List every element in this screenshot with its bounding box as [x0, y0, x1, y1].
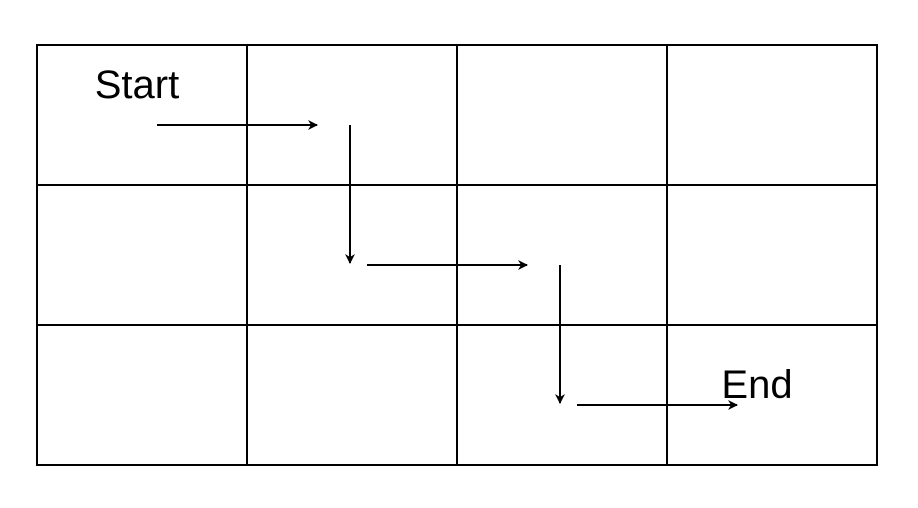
- grid-cell-r0-c0: [36, 44, 248, 186]
- grid-cell-r2-c1: [246, 324, 458, 466]
- grid-cell-r1-c3: [666, 184, 878, 326]
- grid-cell-r2-c2: [456, 324, 668, 466]
- grid-cell-r0-c3: [666, 44, 878, 186]
- grid-cell-r2-c0: [36, 324, 248, 466]
- grid-cell-r0-c2: [456, 44, 668, 186]
- grid-cell-r1-c0: [36, 184, 248, 326]
- grid-cell-r0-c1: [246, 44, 458, 186]
- grid-cell-r2-c3: [666, 324, 878, 466]
- start-label: Start: [95, 63, 179, 107]
- grid-cell-r1-c2: [456, 184, 668, 326]
- end-label: End: [721, 363, 792, 407]
- path-arrows: [157, 120, 738, 410]
- grid-cell-r1-c1: [246, 184, 458, 326]
